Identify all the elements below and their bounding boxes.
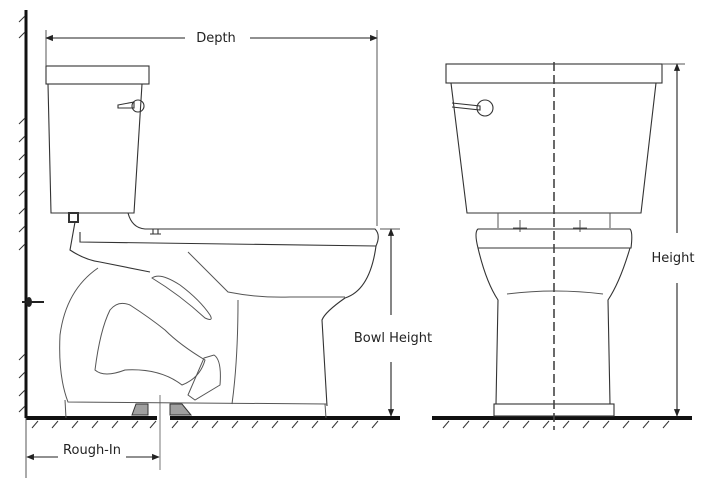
- tank-front: [445, 63, 663, 214]
- height-label: Height: [652, 251, 695, 266]
- bowl-height-dimension: Bowl Height: [354, 228, 432, 417]
- floor-front: [432, 416, 692, 429]
- bowl-side: [59, 212, 379, 419]
- floor-side: [26, 416, 400, 429]
- height-dimension: Height: [652, 63, 695, 417]
- depth-dimension: Depth: [45, 30, 378, 226]
- rough-in-label: Rough-In: [63, 443, 121, 458]
- floor-flange: [131, 395, 193, 470]
- side-view: Depth Bowl Height Rough-In: [18, 10, 432, 478]
- wall: [18, 10, 44, 418]
- bowl-height-label: Bowl Height: [354, 331, 432, 346]
- tank-side: [45, 65, 150, 214]
- depth-label: Depth: [196, 31, 236, 46]
- front-view: Height: [432, 62, 694, 430]
- rough-in-dimension: Rough-In: [25, 418, 160, 478]
